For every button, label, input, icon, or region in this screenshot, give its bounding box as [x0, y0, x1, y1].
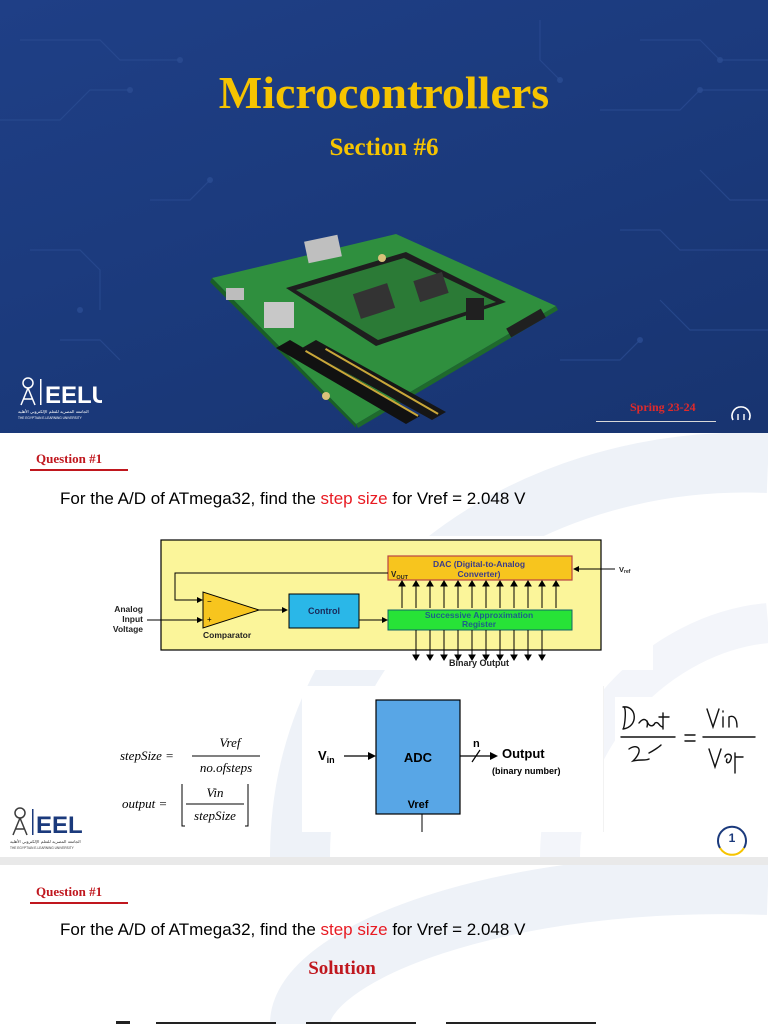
slide-title: Microcontrollers: [218, 67, 550, 118]
analog-input-line-1: Analog: [114, 604, 143, 614]
binary-output-arrows: [412, 630, 546, 661]
circuit-background: [0, 20, 768, 361]
handwritten-equation: [615, 697, 767, 785]
logo-caption-english: THE EGYPTIAN E-LEARNING UNIVERSITY: [10, 846, 75, 850]
eelu-logo-icon: EELU الجامعة المصرية للتعلم الإلكتروني ا…: [10, 807, 84, 850]
adc-vref-label: Vref: [408, 799, 429, 811]
control-label: Control: [308, 606, 340, 616]
question-text: For the A/D of ATmega32, find the step s…: [60, 489, 525, 509]
output-denominator: stepSize: [194, 808, 236, 823]
logo-caption-arabic: الجامعة المصرية للتعلم الإلكتروني الأهلي…: [18, 409, 89, 415]
adc-block-diagram: ADC Vref Vin n Output (binary number): [302, 686, 604, 832]
slide-subtitle: Section #6: [329, 134, 439, 161]
question-prefix: For the A/D of ATmega32, find the: [60, 489, 321, 508]
question-underline: [30, 902, 128, 904]
analog-input-line-3: Voltage: [113, 624, 143, 634]
bit-count-label: n: [473, 738, 480, 750]
page-number: 1: [729, 831, 736, 845]
adc-block: [375, 699, 461, 815]
dac-label-line-2: Converter): [458, 569, 501, 579]
step-size-numerator: Vref: [220, 735, 243, 750]
circuit-board-image: [210, 234, 558, 428]
solution-slide: [0, 865, 768, 1024]
question-label: Question #1: [36, 884, 103, 899]
logo-wordmark: EELU: [45, 382, 102, 409]
vout-label: VOUT: [391, 570, 409, 581]
logo-wordmark: EELU: [36, 812, 84, 839]
comparator-symbol: [202, 591, 261, 629]
cut-off-text-line: [116, 1021, 596, 1024]
dac-block: [387, 555, 573, 581]
adc-label: ADC: [404, 750, 433, 765]
logo-caption-english: THE EGYPTIAN E-LEARNING UNIVERSITY: [18, 416, 83, 420]
background-arc: [270, 865, 768, 1024]
vin-label: Vin: [318, 748, 335, 765]
semester-underline: [596, 421, 716, 422]
dac-label-line-1: DAC (Digital-to-Analog: [433, 559, 525, 569]
sar-adc-block-diagram: DAC (Digital-to-Analog Converter) VOUT V…: [79, 536, 653, 670]
page-number-icon: 1: [717, 825, 747, 856]
question-underline: [30, 469, 128, 471]
control-block: [288, 593, 360, 629]
logo-caption-arabic: الجامعة المصرية للتعلم الإلكتروني الأهلي…: [10, 839, 81, 845]
analog-input-line-2: Input: [122, 614, 143, 624]
question-text: For the A/D of ATmega32, find the step s…: [60, 920, 525, 940]
comparator-plus: +: [207, 615, 212, 624]
vref-label: Vref: [619, 565, 631, 575]
adc-output-label: Output: [502, 746, 545, 761]
step-size-lhs: stepSize =: [120, 748, 174, 763]
binary-output-label: Binary Output: [449, 658, 509, 668]
sar-label-line-1: Successive Approximation: [425, 610, 533, 620]
step-size-denominator: no.ofsteps: [200, 760, 252, 775]
question-suffix: for Vref = 2.048 V: [387, 489, 526, 508]
comparator-minus: −: [207, 597, 212, 606]
eelu-logo-icon: EELU الجامعة المصرية للتعلم الإلكتروني ا…: [18, 377, 102, 420]
comparator-label: Comparator: [203, 630, 252, 640]
question-suffix: for Vref = 2.048 V: [387, 920, 526, 939]
output-numerator: Vin: [206, 785, 223, 800]
semester-label: Spring 23-24: [630, 400, 696, 414]
adc-output-note: (binary number): [492, 766, 561, 776]
question-highlight: step size: [320, 489, 388, 508]
title-slide: Microcontrollers Section #6 EELU الجامعة…: [0, 0, 768, 433]
slide-divider: [0, 857, 768, 865]
question-prefix: For the A/D of ATmega32, find the: [60, 920, 321, 939]
lightbulb-icon: [731, 406, 751, 421]
step-size-formulas: stepSize = Vref no.ofsteps output = Vin …: [120, 735, 260, 827]
question-label: Question #1: [36, 451, 103, 466]
data-bus-arrows: [398, 580, 560, 608]
sar-label-line-2: Register: [462, 619, 497, 629]
question-highlight: step size: [320, 920, 388, 939]
solution-heading: Solution: [308, 958, 376, 979]
output-lhs: output =: [122, 796, 167, 811]
